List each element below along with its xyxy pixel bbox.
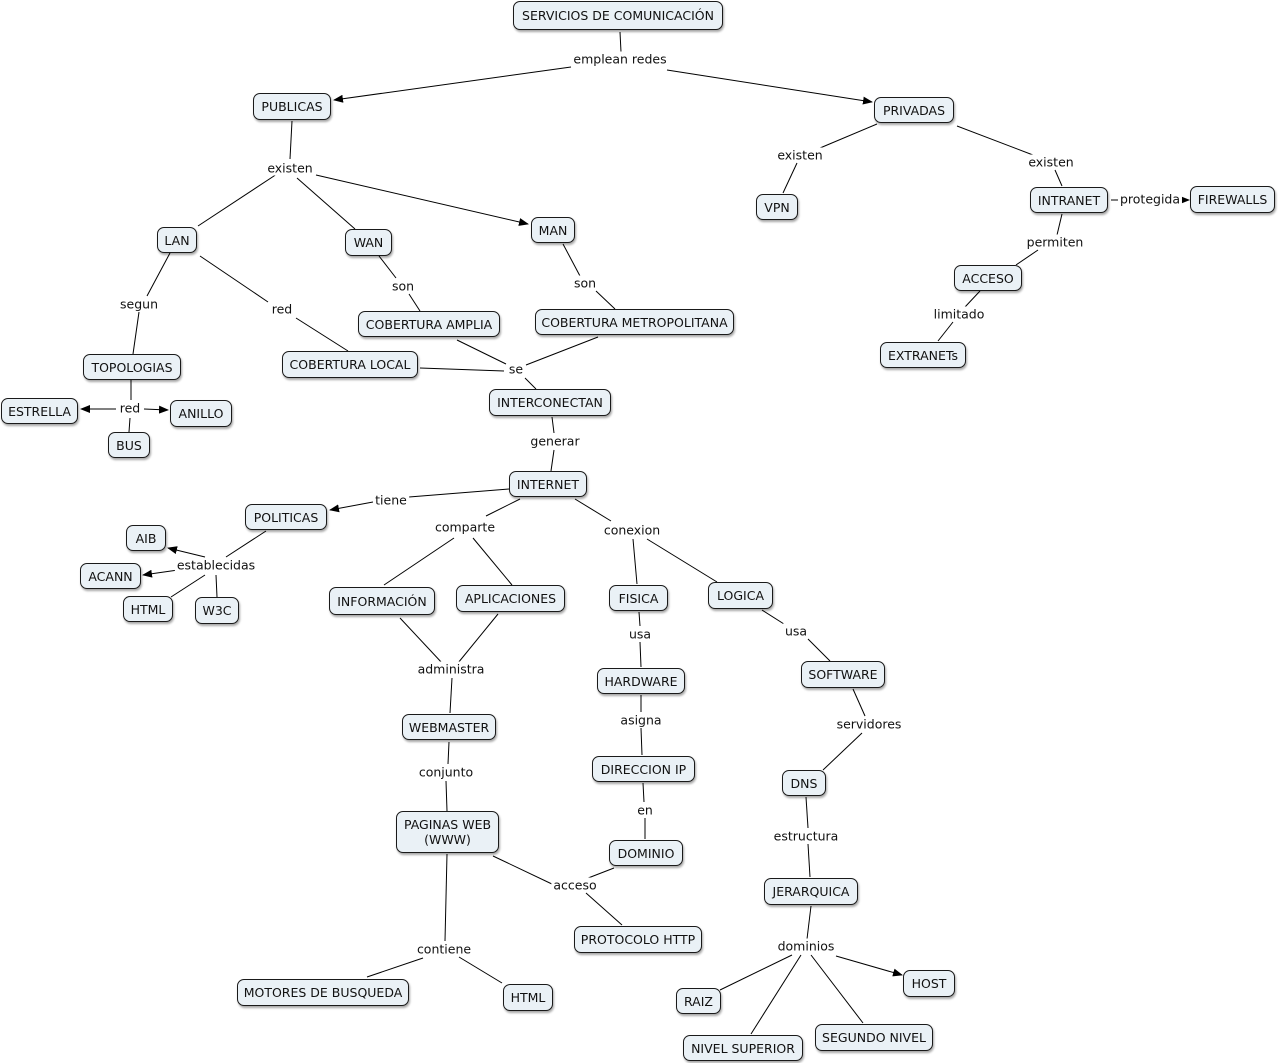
link-administra: administra: [415, 661, 487, 677]
node-privadas[interactable]: PRIVADAS: [874, 97, 954, 123]
node-w3c[interactable]: W3C: [195, 597, 239, 624]
link-asigna: asigna: [618, 712, 664, 728]
node-politicas[interactable]: POLITICAS: [245, 504, 327, 530]
node-jerarquica[interactable]: JERARQUICA: [764, 878, 858, 905]
node-firewalls[interactable]: FIREWALLS: [1190, 186, 1275, 213]
link-limitado: limitado: [931, 306, 987, 322]
node-interconectan[interactable]: INTERCONECTAN: [489, 389, 611, 416]
node-logica[interactable]: LOGICA: [708, 582, 773, 609]
link-en: en: [635, 802, 655, 818]
link-contiene: contiene: [414, 941, 474, 957]
node-aib[interactable]: AIB: [126, 525, 166, 551]
link-son-man: son: [571, 275, 599, 291]
link-se: se: [506, 361, 526, 377]
node-anillo[interactable]: ANILLO: [170, 400, 232, 427]
node-servicios-de-comunicacion[interactable]: SERVICIOS DE COMUNICACIÓN: [513, 1, 723, 30]
link-establecidas: establecidas: [174, 557, 258, 573]
node-man[interactable]: MAN: [531, 217, 575, 243]
link-existen-vpn: existen: [775, 147, 825, 163]
node-html-politicas[interactable]: HTML: [123, 596, 173, 622]
node-internet[interactable]: INTERNET: [509, 471, 587, 497]
link-servidores: servidores: [834, 716, 904, 732]
node-dominio[interactable]: DOMINIO: [609, 840, 683, 866]
node-cobertura-metropolitana[interactable]: COBERTURA METROPOLITANA: [535, 309, 734, 335]
node-direccion-ip[interactable]: DIRECCION IP: [592, 756, 695, 782]
node-publicas[interactable]: PUBLICAS: [253, 93, 331, 120]
node-vpn[interactable]: VPN: [756, 194, 798, 220]
node-hardware[interactable]: HARDWARE: [597, 668, 685, 694]
link-dominios: dominios: [775, 938, 837, 954]
node-host[interactable]: HOST: [903, 970, 955, 997]
link-conexion: conexion: [601, 522, 663, 538]
node-topologias[interactable]: TOPOLOGIAS: [83, 354, 181, 380]
link-emplean-redes: emplean redes: [571, 51, 669, 67]
link-generar: generar: [528, 433, 582, 449]
node-wan[interactable]: WAN: [345, 229, 392, 256]
node-acceso[interactable]: ACCESO: [954, 265, 1022, 291]
link-son-wan: son: [389, 278, 417, 294]
node-segundo-nivel[interactable]: SEGUNDO NIVEL: [815, 1024, 933, 1051]
node-motores-de-busqueda[interactable]: MOTORES DE BUSQUEDA: [237, 979, 409, 1006]
node-paginas-web[interactable]: PAGINAS WEB (WWW): [396, 811, 499, 853]
link-permiten: permiten: [1024, 234, 1086, 250]
link-segun: segun: [118, 296, 160, 312]
link-existen-intranet: existen: [1026, 154, 1076, 170]
link-red-topologias: red: [117, 400, 143, 416]
node-estrella[interactable]: ESTRELLA: [1, 398, 78, 424]
link-estructura: estructura: [771, 828, 841, 844]
node-dns[interactable]: DNS: [782, 770, 826, 796]
node-intranet[interactable]: INTRANET: [1030, 187, 1108, 213]
link-usa-fisica: usa: [626, 626, 654, 642]
link-comparte: comparte: [432, 519, 498, 535]
link-conjunto: conjunto: [416, 764, 476, 780]
link-protegida: protegida: [1117, 191, 1183, 207]
node-acann[interactable]: ACANN: [80, 563, 141, 589]
node-lan[interactable]: LAN: [157, 227, 197, 253]
link-existen-publicas: existen: [265, 160, 315, 176]
link-tiene: tiene: [373, 492, 409, 508]
node-bus[interactable]: BUS: [108, 432, 150, 458]
node-aplicaciones[interactable]: APLICACIONES: [456, 585, 565, 612]
node-nivel-superior[interactable]: NIVEL SUPERIOR: [683, 1035, 803, 1061]
node-software[interactable]: SOFTWARE: [801, 661, 885, 688]
node-raiz[interactable]: RAIZ: [676, 988, 721, 1014]
node-cobertura-amplia[interactable]: COBERTURA AMPLIA: [358, 311, 500, 337]
link-red-lan: red: [269, 301, 295, 317]
node-fisica[interactable]: FISICA: [609, 585, 668, 611]
node-protocolo-http[interactable]: PROTOCOLO HTTP: [574, 926, 702, 953]
node-html-paginas[interactable]: HTML: [503, 984, 553, 1011]
node-extranets[interactable]: EXTRANETs: [880, 342, 966, 368]
node-webmaster[interactable]: WEBMASTER: [402, 714, 496, 740]
node-cobertura-local[interactable]: COBERTURA LOCAL: [282, 351, 418, 378]
node-informacion[interactable]: INFORMACIÓN: [329, 587, 435, 615]
link-acceso: acceso: [551, 877, 599, 893]
link-usa-logica: usa: [782, 623, 810, 639]
